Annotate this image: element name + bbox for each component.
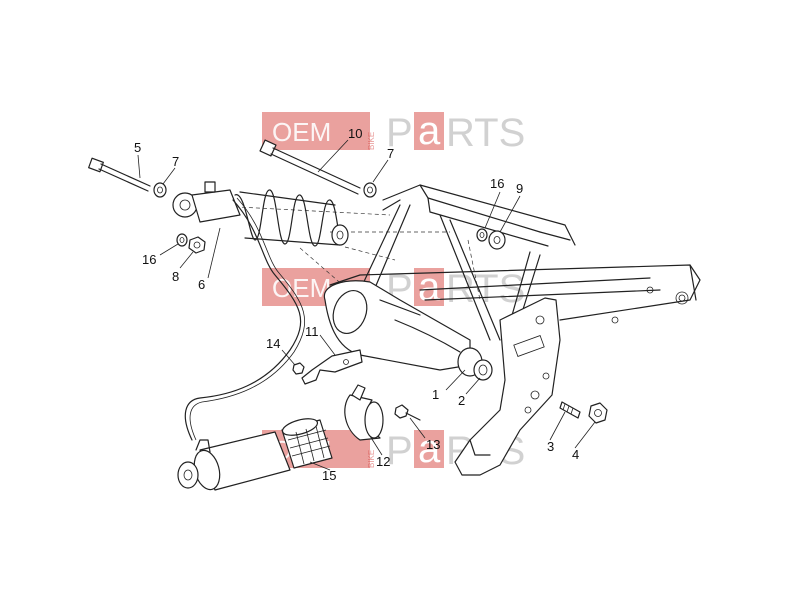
callout-16-left: 16 — [142, 252, 156, 267]
callout-3: 3 — [547, 439, 554, 454]
svg-text:a: a — [418, 427, 441, 471]
callout-7-right: 7 — [387, 146, 394, 161]
washer-7-right — [363, 182, 377, 198]
screw-14 — [292, 362, 305, 375]
svg-text:BIKE: BIKE — [367, 450, 376, 468]
bolt-10 — [259, 139, 361, 195]
mounting-plate — [454, 297, 561, 476]
bolt-6 — [88, 157, 151, 192]
svg-text:RTS: RTS — [446, 111, 525, 155]
mesh-sleeve-15 — [281, 418, 333, 469]
callout-6: 5 — [134, 140, 141, 155]
callout-5: 6 — [198, 277, 205, 292]
svg-text:a: a — [418, 109, 441, 153]
callout-7-left: 7 — [172, 154, 179, 169]
callout-2: 2 — [458, 393, 465, 408]
clamp-12 — [344, 384, 384, 441]
bolt-13 — [394, 404, 421, 421]
svg-text:P: P — [386, 111, 413, 155]
svg-text:OEM: OEM — [272, 273, 331, 303]
swingarm — [323, 184, 701, 371]
svg-text:OEM: OEM — [272, 117, 331, 147]
callout-13: 13 — [426, 437, 440, 452]
bracket-11 — [301, 349, 363, 385]
washer-7-left — [153, 182, 167, 198]
callout-16-right: 16 — [490, 176, 504, 191]
shock-absorber — [172, 181, 349, 247]
nut-4 — [588, 402, 608, 424]
callout-15: 15 — [322, 468, 336, 483]
svg-text:a: a — [418, 265, 441, 309]
leader-lines — [137, 139, 596, 471]
washer-16-left — [176, 233, 188, 247]
callout-8: 8 — [172, 269, 179, 284]
washer-16-right — [476, 228, 488, 242]
callout-12: 12 — [376, 454, 390, 469]
callout-1: 1 — [432, 387, 439, 402]
reservoir-hose — [184, 197, 305, 441]
svg-text:P: P — [386, 429, 413, 473]
svg-text:BIKE: BIKE — [367, 132, 376, 150]
nut-8 — [188, 236, 206, 254]
watermark-top: OEM BIKE P a RTS — [262, 109, 525, 155]
callout-14: 14 — [266, 336, 280, 351]
svg-text:RTS: RTS — [446, 267, 525, 311]
callout-10: 10 — [348, 126, 362, 141]
callout-9: 9 — [516, 181, 523, 196]
reservoir — [177, 431, 291, 491]
callout-4: 4 — [572, 447, 579, 462]
pivot-bushing — [457, 347, 493, 381]
stud-3 — [559, 401, 581, 419]
callout-11: 11 — [305, 324, 319, 339]
bushing-9 — [488, 230, 506, 250]
